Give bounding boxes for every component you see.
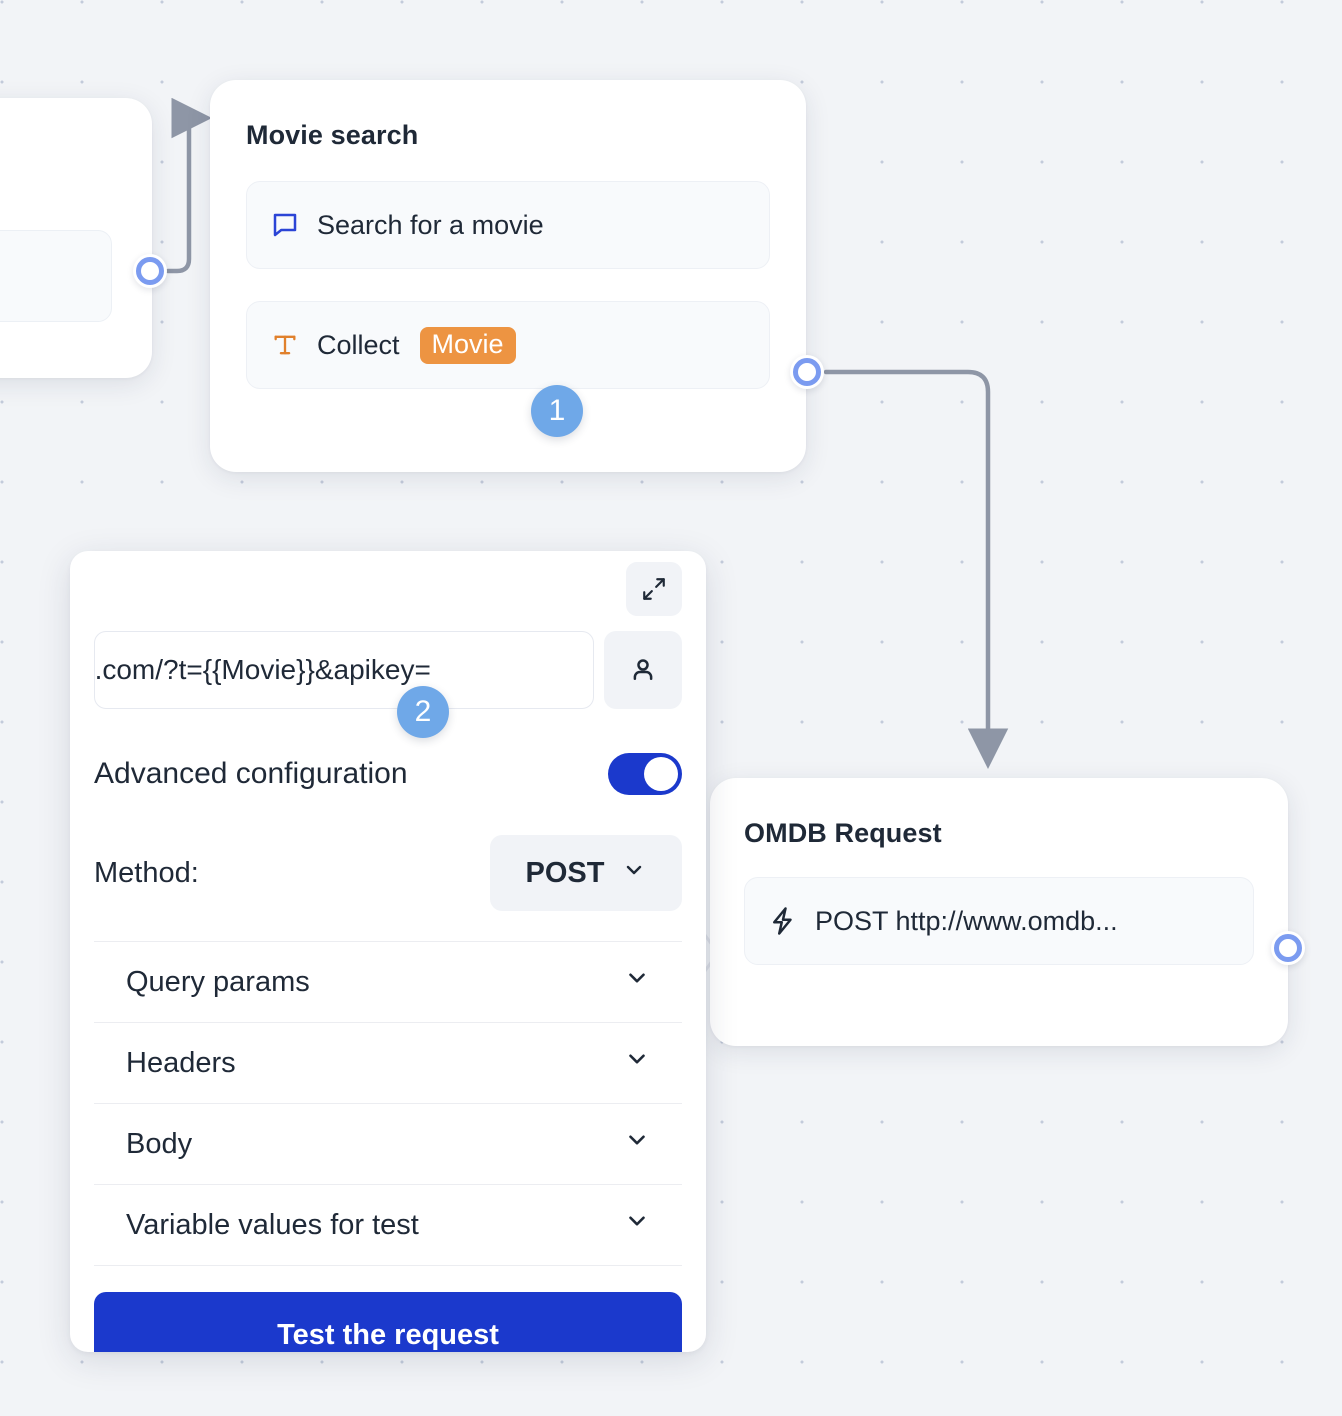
- text-type-icon: [269, 329, 301, 361]
- advanced-configuration-row: Advanced configuration: [94, 753, 682, 795]
- node-row-collect-movie[interactable]: Collect Movie: [246, 301, 770, 389]
- accordion-item-query-params[interactable]: Query params: [94, 942, 682, 1023]
- port-movie-output[interactable]: [790, 355, 824, 389]
- node-start-row-placeholder: [0, 230, 112, 322]
- node-start-partial[interactable]: [0, 98, 152, 378]
- speech-bubble-icon: [269, 209, 301, 241]
- node-row-post-request[interactable]: POST http://www.omdb...: [744, 877, 1254, 965]
- step-badge-1: 1: [531, 385, 583, 437]
- accordion-item-headers[interactable]: Headers: [94, 1023, 682, 1104]
- accordion-label: Variable values for test: [126, 1208, 419, 1241]
- request-url-value: ıpi.com/?t={{Movie}}&apikey=: [94, 654, 431, 685]
- chevron-down-icon: [624, 1046, 650, 1080]
- url-row: ıpi.com/?t={{Movie}}&apikey=: [94, 631, 682, 709]
- accordion-item-variable-values-for-test[interactable]: Variable values for test: [94, 1185, 682, 1266]
- node-omdb-request-title: OMDB Request: [744, 818, 942, 848]
- chevron-down-icon: [624, 1208, 650, 1242]
- edge-movie-to-omdb: [823, 369, 1009, 769]
- request-config-panel[interactable]: ıpi.com/?t={{Movie}}&apikey= Advanced co…: [70, 551, 706, 1352]
- accordion-label: Headers: [126, 1046, 236, 1079]
- step-badge-2: 2: [397, 686, 449, 738]
- variable-chip-movie[interactable]: Movie: [419, 326, 516, 364]
- node-row-label: Search for a movie: [317, 209, 544, 240]
- node-movie-search[interactable]: Movie search Search for a movie Collect …: [210, 80, 806, 472]
- request-sections-accordion: Query params Headers Body Variable value…: [94, 941, 682, 1266]
- edge-start-to-movie: [165, 97, 212, 274]
- accordion-item-body[interactable]: Body: [94, 1104, 682, 1185]
- accordion-label: Query params: [126, 965, 310, 998]
- test-the-request-button[interactable]: Test the request: [94, 1292, 682, 1352]
- lightning-bolt-icon: [767, 905, 799, 937]
- port-start-output[interactable]: [133, 254, 167, 288]
- request-url-input[interactable]: ıpi.com/?t={{Movie}}&apikey=: [94, 631, 594, 709]
- method-selected-value: POST: [525, 856, 605, 889]
- advanced-configuration-toggle[interactable]: [608, 753, 682, 795]
- chevron-down-icon: [624, 965, 650, 999]
- node-row-label: POST http://www.omdb...: [815, 905, 1118, 936]
- method-select[interactable]: POST: [490, 835, 682, 911]
- node-row-search-for-a-movie[interactable]: Search for a movie: [246, 181, 770, 269]
- method-row: Method: POST: [94, 835, 682, 911]
- node-row-label: Collect: [317, 329, 400, 360]
- method-label: Method:: [94, 856, 199, 889]
- expand-diagonal-icon[interactable]: [626, 562, 682, 616]
- node-omdb-request[interactable]: OMDB Request POST http://www.omdb...: [710, 778, 1288, 1046]
- accordion-label: Body: [126, 1127, 193, 1160]
- node-movie-search-title: Movie search: [246, 120, 419, 150]
- chevron-down-icon: [622, 857, 646, 890]
- port-omdb-output[interactable]: [1271, 931, 1305, 965]
- chevron-down-icon: [624, 1127, 650, 1161]
- user-icon[interactable]: [604, 631, 682, 709]
- advanced-configuration-label: Advanced configuration: [94, 757, 408, 790]
